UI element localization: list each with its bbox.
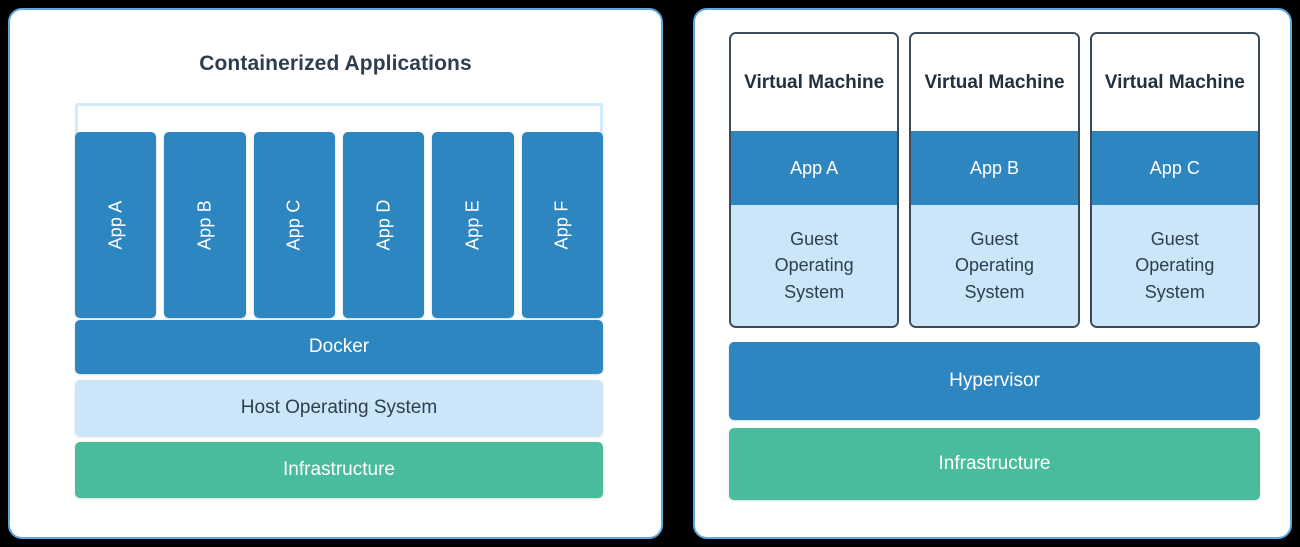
containerized-apps-bracket (75, 103, 603, 137)
virtual-machine-3-guest-os-line3: System (1144, 281, 1205, 302)
virtual-machine-1-guest-os-line3: System (784, 281, 845, 302)
app-container-b[interactable]: App B (164, 132, 246, 318)
app-container-a-label: App A (105, 200, 126, 250)
app-container-a[interactable]: App A (75, 132, 157, 318)
virtual-machine-1-guest-os-line1: Guest (790, 229, 839, 250)
layer-docker[interactable]: Docker (75, 320, 603, 374)
virtual-machine-1-app[interactable]: App A (731, 131, 898, 205)
container-architecture-panel: Containerized Applications App A App B A… (8, 8, 663, 539)
virtual-machine-2-app[interactable]: App B (911, 131, 1078, 205)
app-container-e-label: App E (462, 199, 483, 251)
virtual-machine-3-guest-os[interactable]: Guest Operating System (1091, 205, 1258, 326)
virtual-machine-architecture-panel: Virtual Machine App A Guest Operating Sy… (693, 8, 1292, 539)
app-container-c[interactable]: App C (253, 132, 335, 318)
virtual-machine-3-app[interactable]: App C (1091, 131, 1258, 205)
virtual-machine-1-guest-os-line2: Operating (774, 255, 854, 276)
virtual-machines-row: Virtual Machine App A Guest Operating Sy… (729, 32, 1260, 328)
virtual-machine-2-guest-os-line1: Guest (970, 229, 1019, 250)
virtual-machine-3-title: Virtual Machine (1091, 34, 1258, 131)
layer-infrastructure-right[interactable]: Infrastructure (729, 428, 1260, 500)
app-container-d[interactable]: App D (342, 132, 425, 318)
virtual-machine-3-guest-os-line1: Guest (1150, 229, 1199, 250)
virtual-machine-2-guest-os[interactable]: Guest Operating System (911, 205, 1078, 326)
virtual-machine-2-title: Virtual Machine (911, 34, 1078, 131)
layer-hypervisor[interactable]: Hypervisor (729, 342, 1260, 420)
layer-infrastructure-left[interactable]: Infrastructure (75, 442, 603, 498)
page-title: Containerized Applications (199, 52, 472, 75)
app-container-f[interactable]: App F (521, 132, 603, 318)
virtual-machine-3[interactable]: Virtual Machine App C Guest Operating Sy… (1089, 32, 1260, 328)
virtual-machine-2-guest-os-line3: System (964, 281, 1025, 302)
app-container-c-label: App C (283, 199, 304, 251)
app-container-e[interactable]: App E (432, 132, 514, 318)
app-container-d-label: App D (373, 199, 394, 251)
app-container-f-label: App F (551, 200, 572, 250)
virtual-machine-1-guest-os[interactable]: Guest Operating System (731, 205, 898, 326)
containerized-apps-row: App A App B App C App D App E App F (75, 132, 603, 318)
virtual-machine-1-title: Virtual Machine (731, 34, 898, 131)
virtual-machine-2[interactable]: Virtual Machine App B Guest Operating Sy… (909, 32, 1080, 328)
virtual-machine-1[interactable]: Virtual Machine App A Guest Operating Sy… (729, 32, 900, 328)
virtual-machine-3-guest-os-line2: Operating (1135, 255, 1215, 276)
virtual-machine-2-guest-os-line2: Operating (954, 255, 1035, 276)
layer-host-operating-system[interactable]: Host Operating System (75, 380, 603, 436)
app-container-b-label: App B (194, 199, 215, 251)
